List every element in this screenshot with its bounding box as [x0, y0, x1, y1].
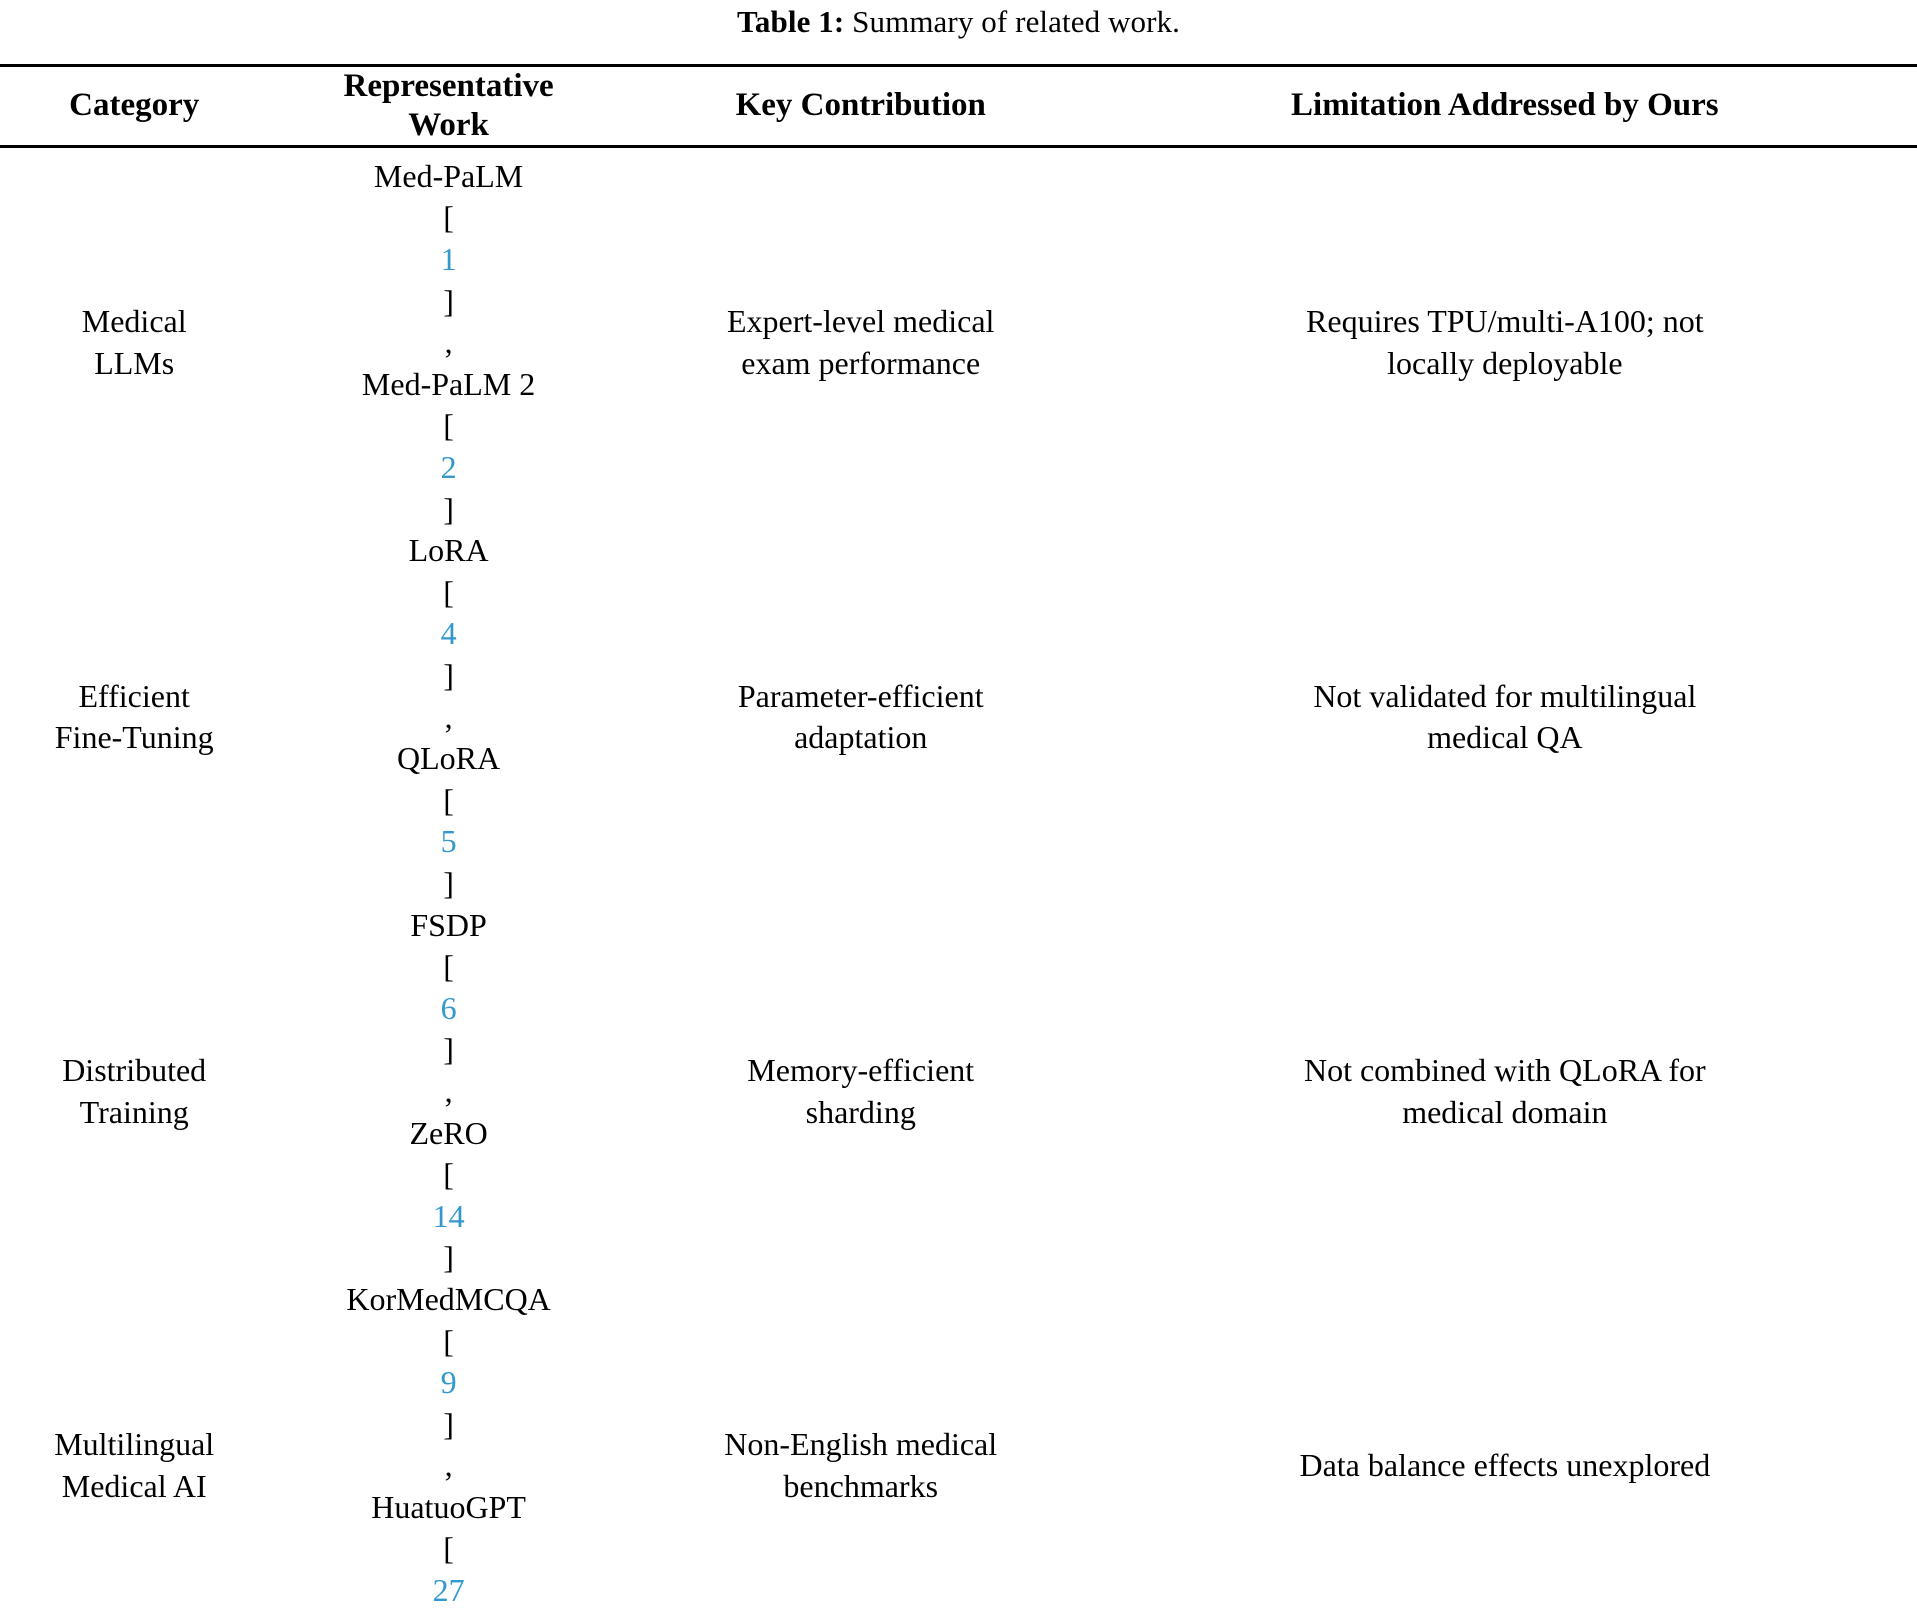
- cell-category-line1: Efficient: [78, 677, 190, 714]
- cell-contribution-lines: Parameter-efficient adaptation: [629, 676, 1093, 759]
- cell-limitation: Not combined with QLoRA for medical doma…: [1093, 905, 1917, 1279]
- citation-link[interactable]: 9: [440, 1364, 457, 1401]
- cell-category-lines: Medical LLMs: [0, 301, 268, 384]
- cell-category-line2: Medical AI: [61, 1468, 207, 1505]
- cell-work: FSDP [6], ZeRO [14]: [268, 905, 628, 1279]
- cell-limitation-line1: Not validated for multilingual: [1313, 677, 1697, 714]
- cell-category-line2: Training: [79, 1093, 189, 1130]
- cell-limitation-line2: medical QA: [1427, 719, 1583, 756]
- cell-work: Med-PaLM [1], Med-PaLM 2 [2]: [268, 148, 628, 530]
- column-header-limitation: Limitation Addressed by Ours: [1093, 67, 1917, 145]
- cell-contribution-line2: benchmarks: [783, 1468, 939, 1505]
- column-header-limitation-label: Limitation Addressed by Ours: [1291, 87, 1719, 124]
- cell-work-lines: FSDP [6], ZeRO [14]: [268, 905, 628, 1279]
- cell-work: LoRA [4], QLoRA [5]: [268, 530, 628, 904]
- cell-work-lines: LoRA [4], QLoRA [5]: [268, 530, 628, 904]
- cell-contribution-lines: Expert-level medical exam performance: [629, 301, 1093, 384]
- cell-limitation-lines: Not validated for multilingual medical Q…: [1093, 676, 1917, 759]
- column-header-key-contribution: Key Contribution: [629, 67, 1093, 145]
- column-header-representative-work: Representative Work: [268, 67, 628, 145]
- table-row: Distributed Training FSDP [6], ZeRO [14]…: [0, 905, 1917, 1279]
- citation-link[interactable]: 6: [440, 989, 457, 1026]
- cell-category-line2: LLMs: [94, 345, 175, 382]
- cell-work-line1: Med-PaLM [1],: [268, 156, 628, 364]
- cell-limitation-line1: Not combined with QLoRA for: [1303, 1052, 1706, 1089]
- cell-work-line1: LoRA [4],: [268, 530, 628, 738]
- cell-work-line1: KorMedMCQA [9],: [268, 1279, 628, 1487]
- cell-category-line1: Medical: [81, 303, 187, 340]
- cell-category-lines: Multilingual Medical AI: [0, 1424, 268, 1507]
- cell-category-line2: Fine-Tuning: [54, 719, 214, 756]
- citation-link[interactable]: 1: [440, 241, 457, 278]
- column-header-category: Category: [0, 67, 268, 145]
- cell-category-lines: Efficient Fine-Tuning: [0, 676, 268, 759]
- citation-link[interactable]: 2: [440, 449, 457, 486]
- cell-limitation-line2: locally deployable: [1387, 345, 1623, 382]
- cell-contribution-line1: Memory-efficient: [747, 1052, 975, 1089]
- table-row: Medical LLMs Med-PaLM [1], Med-PaLM 2 [2…: [0, 148, 1917, 530]
- cell-category: Efficient Fine-Tuning: [0, 530, 268, 904]
- column-header-category-label: Category: [69, 87, 200, 124]
- cell-limitation-line2: medical domain: [1402, 1093, 1608, 1130]
- column-header-representative-work-line1: Representative: [343, 68, 554, 104]
- cell-work-lines: KorMedMCQA [9], HuatuoGPT [27]: [268, 1279, 628, 1610]
- cell-contribution: Non-English medical benchmarks: [629, 1279, 1093, 1610]
- cell-contribution-lines: Memory-efficient sharding: [629, 1050, 1093, 1133]
- table-row: Multilingual Medical AI KorMedMCQA [9], …: [0, 1279, 1917, 1610]
- cell-work-line2: ZeRO [14]: [268, 1113, 628, 1279]
- cell-contribution-line2: sharding: [805, 1093, 916, 1130]
- cell-contribution: Memory-efficient sharding: [629, 905, 1093, 1279]
- related-work-table: Category Representative Work Key Contrib…: [0, 67, 1917, 145]
- caption-text: Summary of related work.: [844, 4, 1180, 39]
- cell-limitation: Not validated for multilingual medical Q…: [1093, 530, 1917, 904]
- cell-limitation-lines: Requires TPU/multi-A100; not locally dep…: [1093, 301, 1917, 384]
- cell-category-lines: Distributed Training: [0, 1050, 268, 1133]
- cell-work-line2: HuatuoGPT [27]: [268, 1487, 628, 1610]
- cell-contribution-lines: Non-English medical benchmarks: [629, 1424, 1093, 1507]
- table-caption: Table 1: Summary of related work.: [0, 0, 1917, 37]
- cell-category-line1: Multilingual: [54, 1426, 215, 1463]
- table-header-rule: [0, 144, 1917, 148]
- related-work-table-body: Medical LLMs Med-PaLM [1], Med-PaLM 2 [2…: [0, 148, 1917, 1610]
- cell-work-line2: QLoRA [5]: [268, 738, 628, 904]
- citation-link[interactable]: 4: [440, 615, 457, 652]
- cell-work-line1: FSDP [6],: [268, 905, 628, 1113]
- cell-limitation-lines: Not combined with QLoRA for medical doma…: [1093, 1050, 1917, 1133]
- table-header: Category Representative Work Key Contrib…: [0, 67, 1917, 145]
- citation-link[interactable]: 14: [432, 1197, 465, 1234]
- cell-work-lines: Med-PaLM [1], Med-PaLM 2 [2]: [268, 156, 628, 530]
- cell-category: Distributed Training: [0, 905, 268, 1279]
- cell-limitation: Data balance effects unexplored: [1093, 1279, 1917, 1610]
- column-header-representative-work-line2: Work: [408, 106, 489, 143]
- column-header-key-contribution-label: Key Contribution: [735, 87, 986, 124]
- cell-limitation: Requires TPU/multi-A100; not locally dep…: [1093, 148, 1917, 530]
- table-row: Efficient Fine-Tuning LoRA [4], QLoRA [5…: [0, 530, 1917, 904]
- column-header-representative-work-label: Representative Work: [268, 67, 628, 145]
- cell-category-line1: Distributed: [62, 1052, 207, 1089]
- cell-category: Multilingual Medical AI: [0, 1279, 268, 1610]
- citation-link[interactable]: 5: [440, 823, 457, 860]
- cell-contribution: Parameter-efficient adaptation: [629, 530, 1093, 904]
- cell-work-line2: Med-PaLM 2 [2]: [268, 364, 628, 530]
- cell-contribution-line1: Expert-level medical: [727, 303, 995, 340]
- cell-contribution: Expert-level medical exam performance: [629, 148, 1093, 530]
- cell-contribution-line1: Non-English medical: [724, 1426, 998, 1463]
- cell-limitation-line1: Data balance effects unexplored: [1299, 1447, 1711, 1484]
- cell-category: Medical LLMs: [0, 148, 268, 530]
- cell-contribution-line2: adaptation: [794, 719, 928, 756]
- caption-label: Table 1:: [737, 4, 845, 39]
- cell-contribution-line1: Parameter-efficient: [737, 677, 984, 714]
- cell-contribution-line2: exam performance: [741, 345, 981, 382]
- table-top-rule: [0, 64, 1917, 67]
- cell-work: KorMedMCQA [9], HuatuoGPT [27]: [268, 1279, 628, 1610]
- cell-limitation-line1: Requires TPU/multi-A100; not: [1306, 303, 1704, 340]
- table-body: Medical LLMs Med-PaLM [1], Med-PaLM 2 [2…: [0, 148, 1917, 1610]
- table-header-row: Category Representative Work Key Contrib…: [0, 67, 1917, 145]
- citation-link[interactable]: 27: [432, 1572, 465, 1609]
